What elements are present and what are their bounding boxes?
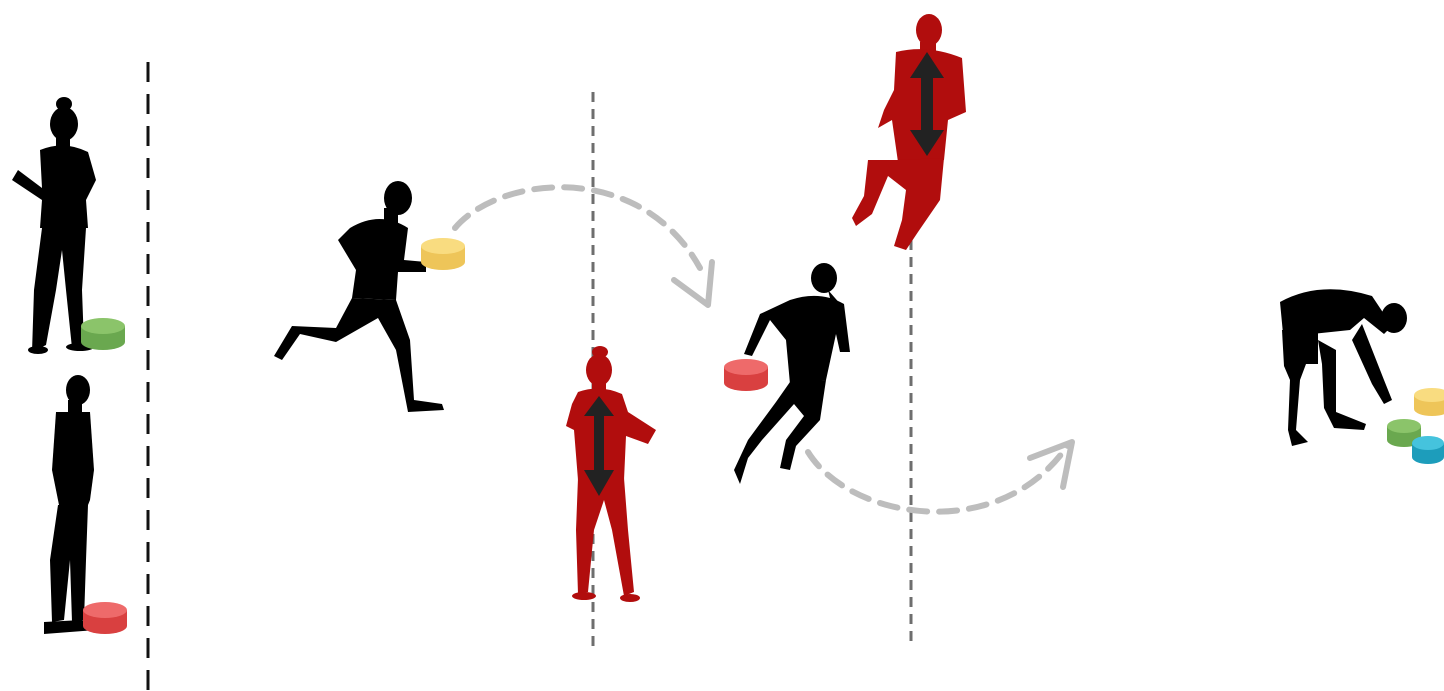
runner-with-yellow-disc [274, 181, 444, 412]
dashed-curved-arrow-icon [808, 442, 1072, 512]
waiting-player-2 [44, 375, 96, 634]
green-disc [81, 318, 125, 350]
red-disc [83, 602, 127, 634]
red-disc [724, 359, 768, 391]
collector [1280, 289, 1407, 446]
waiting-player-1 [12, 97, 96, 354]
yellow-disc [421, 238, 465, 270]
dashed-curved-arrow-icon [455, 187, 712, 305]
blue-disc [1412, 436, 1444, 464]
yellow-disc [1414, 388, 1444, 416]
defender-2 [852, 14, 966, 250]
